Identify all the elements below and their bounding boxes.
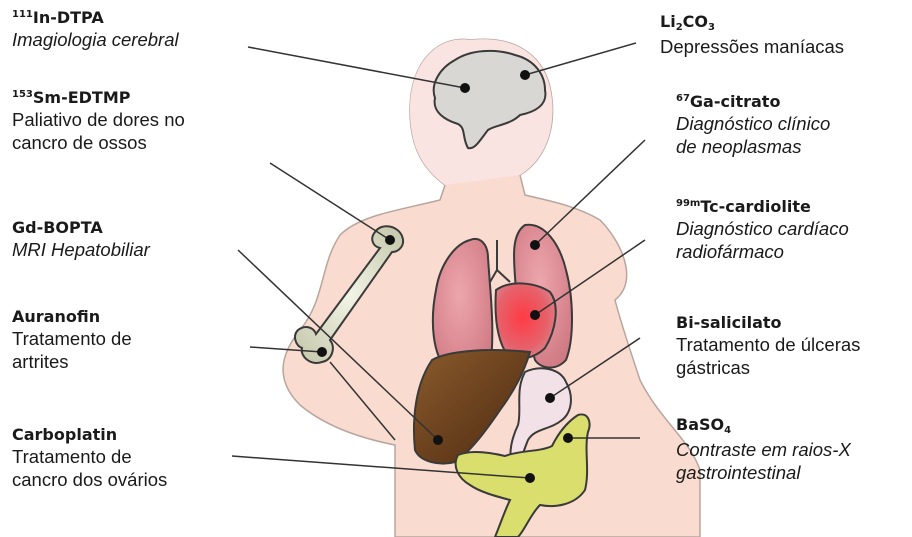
- label-tc-cardiolite: 99mTc-cardiolite Diagnóstico cardíaco ra…: [676, 197, 849, 263]
- isotope-mass: 111: [12, 9, 33, 20]
- use-line: Paliativo de dores no: [12, 108, 185, 131]
- use-line: gástricas: [676, 356, 860, 379]
- compound-name: Sm-EDTMP: [33, 88, 131, 107]
- label-baso4: BaSO4 Contraste em raios-X gastrointesti…: [676, 415, 851, 484]
- use-line: cancro dos ovários: [12, 468, 167, 491]
- subscript: 2: [676, 22, 683, 33]
- compound-name: Gd-BOPTA: [12, 218, 150, 238]
- use-line: Diagnóstico clínico: [676, 112, 830, 135]
- marker-bone-top: [385, 235, 395, 245]
- label-gd-bopta: Gd-BOPTA MRI Hepatobiliar: [12, 218, 150, 261]
- use-line: Tratamento de úlceras: [676, 333, 860, 356]
- isotope-mass: 99m: [676, 198, 700, 209]
- connector-li2co3: [525, 43, 636, 75]
- marker-brain-left: [460, 83, 470, 93]
- label-carboplatin: Carboplatin Tratamento de cancro dos ová…: [12, 425, 167, 491]
- compound-name: Tc-cardiolite: [700, 197, 810, 216]
- use-line: Tratamento de: [12, 445, 167, 468]
- compound-name: In-DTPA: [33, 8, 104, 27]
- isotope-mass: 153: [12, 89, 33, 100]
- use-line: artrites: [12, 350, 132, 373]
- subscript: 3: [708, 22, 715, 33]
- label-li2co3: Li2CO3 Depressões maníacas: [660, 12, 844, 58]
- subscript: 4: [724, 425, 731, 436]
- label-auranofin: Auranofin Tratamento de artrites: [12, 307, 132, 373]
- marker-brain-right: [520, 70, 530, 80]
- marker-heart: [530, 310, 540, 320]
- use-line: Depressões maníacas: [660, 35, 844, 58]
- compound-name-part: Li: [660, 12, 676, 31]
- use-line: Contraste em raios-X: [676, 438, 851, 461]
- label-ga-citrato: 67Ga-citrato Diagnóstico clínico de neop…: [676, 92, 830, 158]
- compound-name-part: BaSO: [676, 415, 724, 434]
- compound-name: Auranofin: [12, 307, 132, 327]
- compound-name: Ga-citrato: [690, 92, 781, 111]
- use-line: MRI Hepatobiliar: [12, 238, 150, 261]
- use-line: Diagnóstico cardíaco: [676, 217, 849, 240]
- compound-name: Bi-salicilato: [676, 313, 860, 333]
- isotope-mass: 67: [676, 93, 690, 104]
- marker-stomach: [545, 393, 555, 403]
- marker-intestine-right: [563, 433, 573, 443]
- marker-bone-bottom: [317, 347, 327, 357]
- marker-liver: [433, 435, 443, 445]
- use-line: de neoplasmas: [676, 135, 830, 158]
- connector-sm-edtmp: [270, 163, 390, 240]
- compound-name: Carboplatin: [12, 425, 167, 445]
- use-line: Tratamento de: [12, 327, 132, 350]
- label-in-dtpa: 111In-DTPA Imagiologia cerebral: [12, 8, 179, 51]
- use-line: Imagiologia cerebral: [12, 28, 179, 51]
- marker-lung: [530, 240, 540, 250]
- use-line: radiofármaco: [676, 240, 849, 263]
- marker-intestine-bottom: [525, 473, 535, 483]
- use-line: gastrointestinal: [676, 461, 851, 484]
- label-bi-salicilato: Bi-salicilato Tratamento de úlceras gást…: [676, 313, 860, 379]
- label-sm-edtmp: 153Sm-EDTMP Paliativo de dores no cancro…: [12, 88, 185, 154]
- compound-name-part: CO: [683, 12, 708, 31]
- use-line: cancro de ossos: [12, 131, 185, 154]
